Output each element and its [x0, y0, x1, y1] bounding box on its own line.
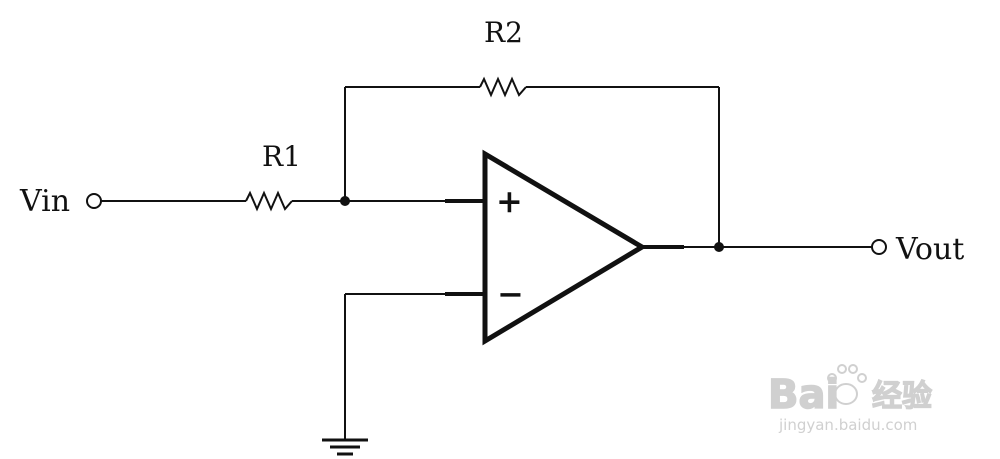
r1-label: R1 — [262, 140, 301, 173]
ground-symbol — [322, 438, 368, 456]
vin-label: Vin — [19, 184, 70, 219]
junction-node-output — [714, 242, 724, 252]
vin-terminal — [86, 193, 102, 209]
watermark-brand-end: 经验 — [872, 379, 932, 414]
plus-sign: + — [496, 182, 523, 220]
vout-label: Vout — [895, 232, 964, 267]
op-amp-triangle — [482, 149, 647, 346]
minus-sign: − — [497, 275, 524, 313]
watermark-brand: Bai — [768, 372, 839, 418]
baidu-watermark: Bai 经验 jingyan.baidu.com — [767, 364, 933, 434]
resistor-r2 — [479, 76, 527, 98]
resistor-r1 — [245, 190, 293, 212]
r2-label: R2 — [484, 16, 523, 49]
watermark-url: jingyan.baidu.com — [778, 416, 917, 434]
vout-terminal — [871, 239, 887, 255]
paw-icon — [827, 364, 867, 405]
